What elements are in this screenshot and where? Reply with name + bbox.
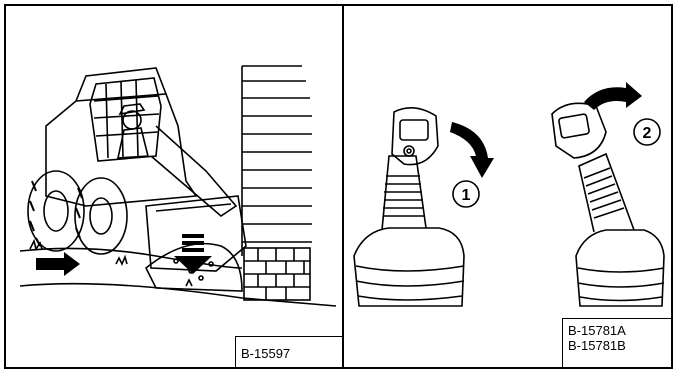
arrow-icon [584,82,642,110]
figure-right-panel: 1 2 B-15781A B-15781B [342,4,673,369]
arrow-icon [450,122,494,178]
arrow-icon [36,252,80,276]
arrow-icon [174,234,212,274]
figure-id-text-a: B-15781A [568,323,666,338]
callout-2: 2 [643,125,652,142]
figure-id-label: B-15781A B-15781B [562,318,672,368]
skid-steer-loader-illustration [6,6,344,369]
figure-id-label: B-15597 [235,336,343,368]
joystick-handle-illustration: 1 2 [344,6,673,369]
figure-id-text-b: B-15781B [568,338,666,353]
figure-left-panel: B-15597 [4,4,344,369]
figure-id-text: B-15597 [241,346,337,361]
callout-1: 1 [462,187,471,204]
